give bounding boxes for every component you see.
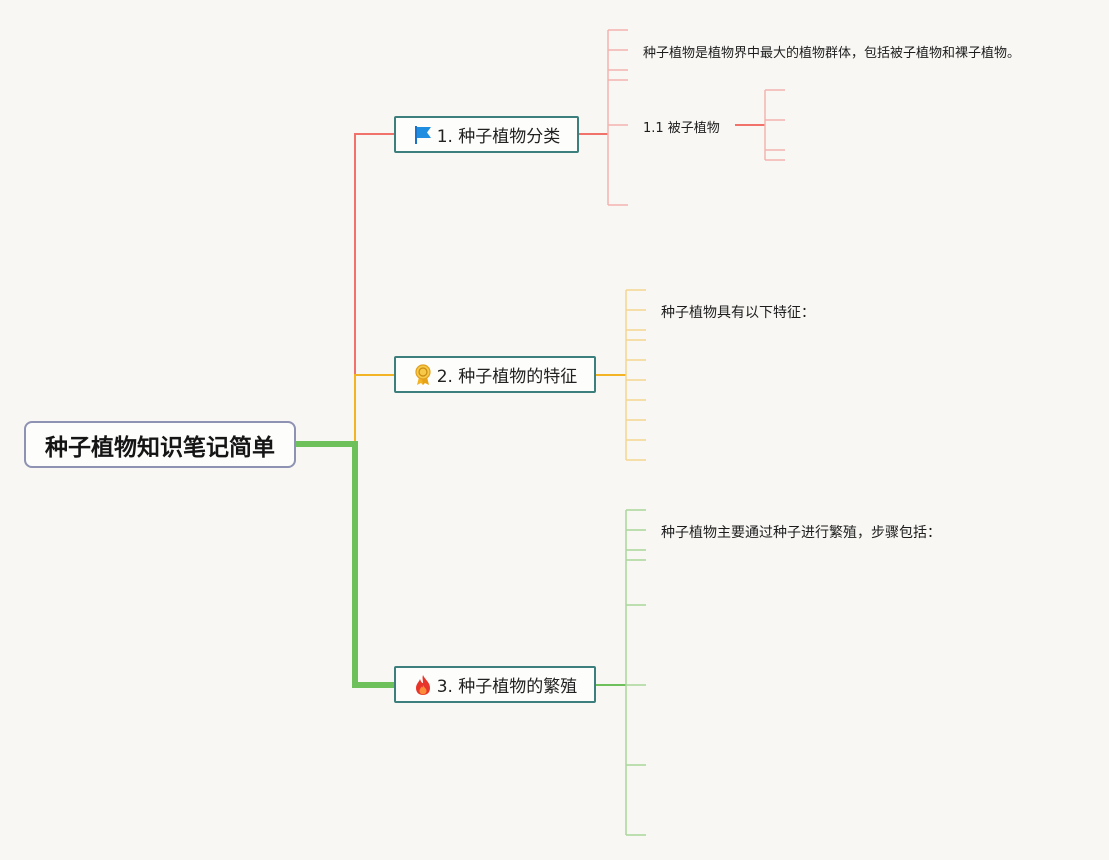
topic-1-ticks bbox=[608, 29, 628, 206]
root-node[interactable]: 种子植物知识笔记简单 bbox=[24, 421, 296, 468]
topic-2-ticks bbox=[626, 289, 646, 461]
trunk-topic-3 bbox=[296, 441, 394, 688]
topic-3-ticks bbox=[626, 509, 646, 836]
features-intro[interactable]: 种子植物具有以下特征： bbox=[661, 305, 815, 321]
topic-features[interactable]: 2. 种子植物的特征 bbox=[394, 356, 596, 393]
topic-classification[interactable]: 1. 种子植物分类 bbox=[394, 116, 579, 153]
award-ribbon-icon bbox=[413, 363, 433, 386]
reproduction-intro[interactable]: 种子植物主要通过种子进行繁殖，步骤包括： bbox=[661, 525, 941, 541]
topic-reproduction-label: 3. 种子植物的繁殖 bbox=[436, 677, 578, 697]
trunk-topic-2 bbox=[354, 374, 394, 444]
topic-classification-label: 1. 种子植物分类 bbox=[436, 127, 561, 147]
classification-summary[interactable]: 种子植物是植物界中最大的植物群体，包括被子植物和裸子植物。 bbox=[643, 46, 1021, 61]
topic-features-label: 2. 种子植物的特征 bbox=[436, 367, 578, 387]
topic-reproduction[interactable]: 3. 种子植物的繁殖 bbox=[394, 666, 596, 703]
flag-icon bbox=[413, 125, 433, 145]
angiosperm-ticks bbox=[765, 89, 785, 161]
trunk-topic-1 bbox=[354, 133, 394, 444]
angiosperm-node[interactable]: 1.1 被子植物 bbox=[643, 121, 720, 136]
root-title: 种子植物知识笔记简单 bbox=[45, 434, 275, 461]
fire-icon bbox=[413, 674, 433, 696]
